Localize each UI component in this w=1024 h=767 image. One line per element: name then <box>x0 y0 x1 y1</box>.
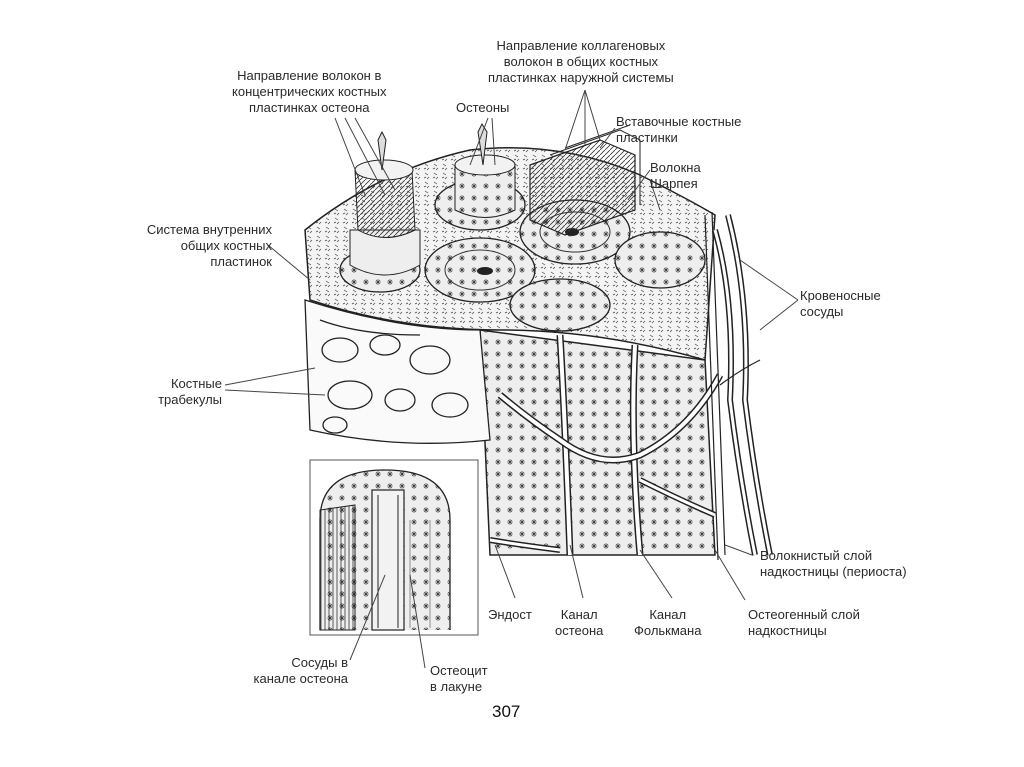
label-inner-system: Система внутренних общих костных пластин… <box>146 222 272 269</box>
label-volkmann-canal: Канал Фолькмана <box>634 607 702 638</box>
label-fiber-direction-osteon: Направление волокон в концентрических ко… <box>232 68 387 115</box>
osteon-inset <box>309 459 479 636</box>
label-osteons: Остеоны <box>456 100 510 115</box>
label-blood-vessels: Кровеносные сосуды <box>800 288 881 319</box>
page-number: 307 <box>492 702 521 721</box>
label-osteon-canal: Канал остеона <box>555 607 604 638</box>
label-vessels-in-canal: Сосуды в канале остеона <box>253 655 348 686</box>
label-collagen-direction: Направление коллагеновых волокон в общих… <box>488 38 674 85</box>
bone-block <box>304 122 773 561</box>
label-interstitial-lamellae: Вставочные костные пластинки <box>616 114 742 145</box>
label-osteocyte: Остеоцит в лакуне <box>430 663 488 694</box>
label-trabeculae: Костные трабекулы <box>158 376 222 407</box>
leader-lines <box>224 89 799 669</box>
label-endosteum: Эндост <box>488 607 532 622</box>
label-sharpey-fibers: Волокна Шарпея <box>650 160 701 191</box>
label-osteogenic-layer: Остеогенный слой надкостницы <box>748 607 860 638</box>
label-fibrous-layer: Волокнистый слой надкостницы (периоста) <box>760 548 907 579</box>
